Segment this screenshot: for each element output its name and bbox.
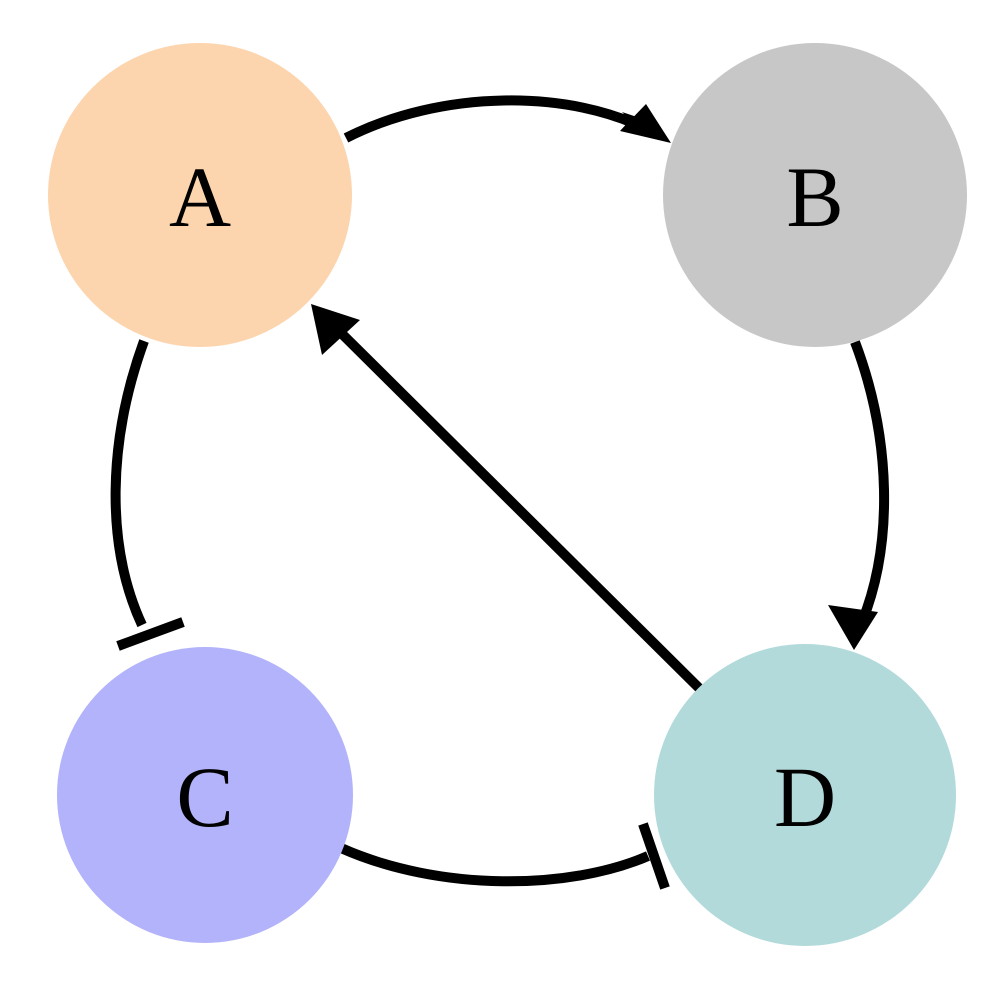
edge-a-to-b-arrowhead-fill-icon xyxy=(620,104,671,143)
node-a-circle[interactable] xyxy=(48,43,352,347)
node-d[interactable]: D xyxy=(654,644,956,946)
node-a-label: A xyxy=(169,149,231,245)
edge-a-to-c-tee-icon xyxy=(116,617,185,651)
edge-c-to-d-tee-icon xyxy=(638,822,670,890)
edge-a-to-b-path xyxy=(343,95,655,143)
node-c[interactable]: C xyxy=(57,647,353,943)
node-b-label: B xyxy=(786,149,843,245)
edge-layer xyxy=(110,95,890,890)
node-b-circle[interactable] xyxy=(663,43,967,347)
edge-a-to-c[interactable] xyxy=(110,339,185,651)
node-c-circle[interactable] xyxy=(57,647,353,943)
node-c-label: C xyxy=(176,749,233,845)
edge-b-to-d-path xyxy=(850,340,890,624)
node-layer: A B C D xyxy=(48,43,967,946)
node-a[interactable]: A xyxy=(48,43,352,347)
edge-d-to-a[interactable] xyxy=(311,304,704,693)
edge-a-to-b[interactable] xyxy=(343,95,671,143)
edge-d-to-a-path xyxy=(328,320,704,693)
edge-b-to-d-arrowhead-icon xyxy=(828,605,878,650)
node-b[interactable]: B xyxy=(663,43,967,347)
edge-c-to-d[interactable] xyxy=(338,822,670,890)
node-d-circle[interactable] xyxy=(654,644,956,946)
edge-d-to-a-arrowhead-icon xyxy=(311,304,360,355)
edge-a-to-c-path xyxy=(110,339,149,628)
node-d-label: D xyxy=(774,749,836,845)
edge-b-to-d[interactable] xyxy=(828,340,890,650)
edge-c-to-d-path xyxy=(338,843,650,887)
